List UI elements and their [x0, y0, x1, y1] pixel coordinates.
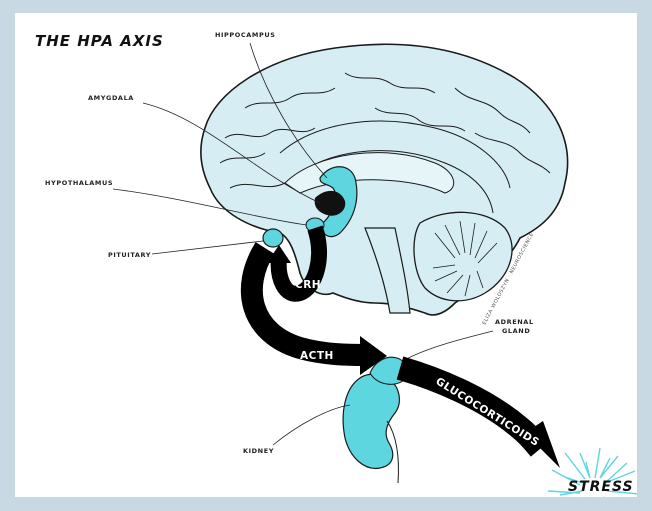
label-adrenal: ADRENAL GLAND	[403, 318, 534, 361]
kidney-adrenal	[343, 357, 406, 483]
crh-label: CRH	[295, 279, 321, 291]
glucocorticoids-label: GLUCOCORTICOIDS	[433, 375, 541, 449]
pituitary-structure	[263, 229, 283, 247]
svg-text:HYPOTHALAMUS: HYPOTHALAMUS	[45, 179, 113, 187]
acth-label: ACTH	[300, 350, 334, 362]
kidney	[343, 374, 399, 468]
cerebellum	[414, 212, 512, 300]
svg-text:KIDNEY: KIDNEY	[243, 447, 274, 455]
glucocorticoids-arrow: GLUCOCORTICOIDS	[400, 368, 560, 468]
hpa-axis-diagram: THE HPA AXIS	[15, 13, 637, 497]
svg-text:HIPPOCAMPUS: HIPPOCAMPUS	[215, 31, 276, 39]
diagram-frame: THE HPA AXIS	[15, 13, 637, 497]
label-pituitary: PITUITARY	[108, 241, 263, 259]
diagram-title: THE HPA AXIS	[35, 32, 164, 50]
stress-label: STRESS	[568, 479, 634, 495]
svg-text:GLAND: GLAND	[502, 327, 530, 335]
stress-burst: STRESS	[548, 448, 637, 497]
svg-text:ADRENAL: ADRENAL	[495, 318, 534, 326]
svg-text:PITUITARY: PITUITARY	[108, 251, 151, 259]
svg-text:AMYGDALA: AMYGDALA	[88, 94, 134, 102]
label-kidney: KIDNEY	[243, 405, 350, 455]
